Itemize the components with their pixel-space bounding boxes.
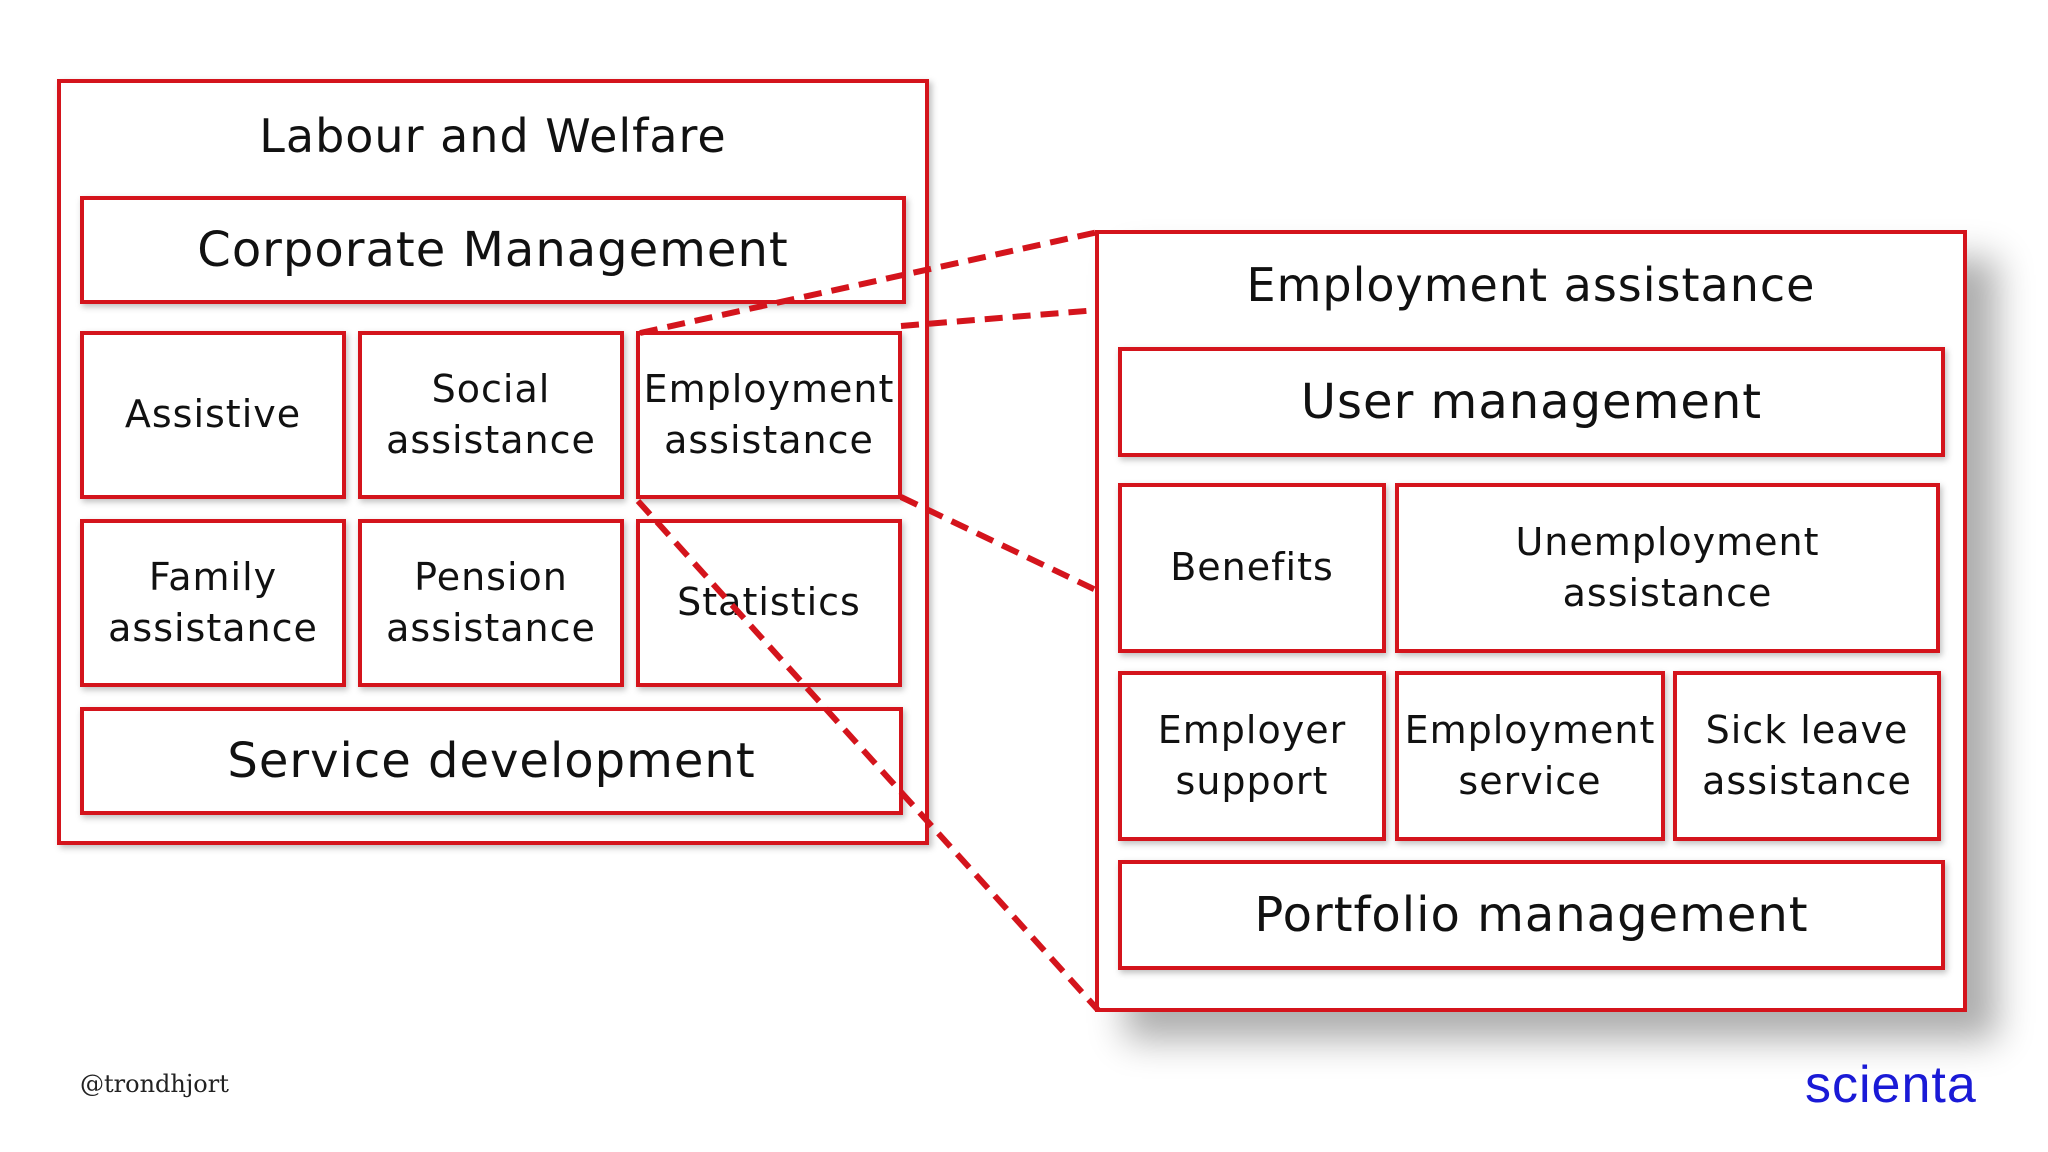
user-management-label: User management (1300, 373, 1763, 430)
employment-assistance-box: Employment assistance (636, 331, 902, 499)
employment-service-box: Employment service (1395, 671, 1665, 841)
zoom-line-right-top (900, 307, 1099, 329)
sick-leave-assistance-box: Sick leave assistance (1673, 671, 1941, 841)
employer-support-box: Employer support (1118, 671, 1386, 841)
pension-assistance-box: Pension assistance (358, 519, 624, 687)
statistics-label: Statistics (677, 580, 861, 625)
unemployment-assistance-box: Unemployment assistance (1395, 483, 1940, 653)
zoom-line-right-bottom (899, 494, 1100, 594)
employment-assistance-label: Employment assistance (643, 366, 895, 462)
service-development-label: Service development (227, 732, 756, 789)
pension-assistance-label: Pension assistance (386, 554, 596, 650)
author-credit: @trondhjort (80, 1070, 229, 1098)
assistive-box: Assistive (80, 331, 346, 499)
social-assistance-box: Social assistance (358, 331, 624, 499)
sick-leave-assistance-label: Sick leave assistance (1702, 707, 1912, 803)
unemployment-assistance-label: Unemployment assistance (1515, 519, 1820, 615)
scienta-logo: scienta (1805, 1056, 1977, 1114)
family-assistance-box: Family assistance (80, 519, 346, 687)
family-assistance-label: Family assistance (108, 554, 318, 650)
portfolio-management-box: Portfolio management (1118, 860, 1945, 970)
user-management-box: User management (1118, 347, 1945, 457)
employment-detail-title: Employment assistance (1246, 258, 1816, 312)
employment-service-label: Employment service (1404, 707, 1656, 803)
corporate-management-label: Corporate Management (197, 221, 789, 278)
corporate-management-box: Corporate Management (80, 196, 906, 304)
benefits-box: Benefits (1118, 483, 1386, 653)
assistive-label: Assistive (124, 392, 302, 437)
labour-welfare-title: Labour and Welfare (259, 109, 727, 163)
statistics-box: Statistics (636, 519, 902, 687)
benefits-label: Benefits (1170, 545, 1334, 590)
portfolio-management-label: Portfolio management (1254, 886, 1809, 943)
social-assistance-label: Social assistance (386, 366, 596, 462)
employer-support-label: Employer support (1157, 707, 1347, 803)
service-development-box: Service development (80, 707, 903, 815)
